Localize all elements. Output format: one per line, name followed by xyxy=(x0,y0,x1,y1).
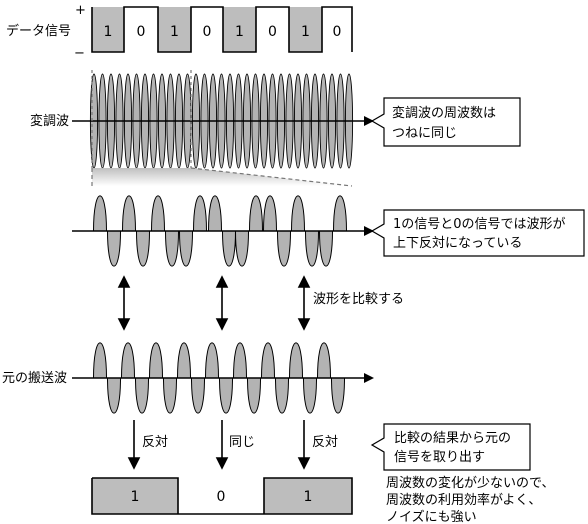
wave-lobe xyxy=(221,230,237,267)
carrier-wave xyxy=(92,342,346,414)
output-bit-2: 0 xyxy=(217,489,226,505)
svg-text:周波数の変化が少ないので、: 周波数の変化が少ないので、 xyxy=(386,475,554,491)
data-bit-1: 1 xyxy=(104,24,113,40)
wave-lobe xyxy=(276,230,292,267)
bit-fill xyxy=(158,7,191,52)
wave-lobe xyxy=(192,195,208,232)
svg-text:1の信号と0の信号では波形が: 1の信号と0の信号では波形が xyxy=(393,217,566,232)
svg-text:ノイズにも強い: ノイズにも強い xyxy=(386,509,477,524)
wave-lobe xyxy=(260,342,276,379)
efficiency-note: 周波数の変化が少ないので、 周波数の利用効率がよく、 ノイズにも強い xyxy=(386,475,554,524)
wave-lobe xyxy=(204,342,220,379)
wave-lobe xyxy=(274,377,290,414)
svg-text:変調波の周波数は: 変調波の周波数は xyxy=(392,105,496,121)
output-bit-1: 1 xyxy=(131,489,140,505)
wave-lobe xyxy=(164,230,180,267)
bit-fill xyxy=(289,7,322,52)
wave-lobe xyxy=(121,195,137,232)
data-bit-4: 0 xyxy=(203,24,212,40)
result-arrows xyxy=(127,420,311,470)
plus-sign: + xyxy=(75,3,86,18)
output-bit-3: 1 xyxy=(304,489,313,505)
modulated-wave-label: 変調波 xyxy=(30,113,69,129)
data-bit-2: 0 xyxy=(137,24,146,40)
compare-arrows xyxy=(117,275,311,331)
data-signal-label: データ信号 xyxy=(6,23,71,39)
wave-lobe xyxy=(232,342,248,379)
compare-label: 波形を比較する xyxy=(313,292,404,307)
wave-lobe xyxy=(92,342,108,379)
wave-lobe xyxy=(162,377,178,414)
svg-text:信号を取り出す: 信号を取り出す xyxy=(394,450,485,465)
wave-lobe xyxy=(288,342,304,379)
wave-lobe xyxy=(304,230,320,267)
callout-frequency: 変調波の周波数は つねに同じ xyxy=(370,97,521,147)
data-signal-bits: 1 0 1 0 1 0 1 0 xyxy=(92,7,341,52)
wave-lobe xyxy=(332,195,348,232)
wave-lobe xyxy=(290,195,306,232)
wave-lobe xyxy=(148,342,164,379)
bit-fill xyxy=(92,7,124,52)
data-bit-8: 0 xyxy=(333,24,342,40)
comparison-result-2: 同じ xyxy=(229,435,255,450)
wave-lobe xyxy=(218,377,234,414)
wave-lobe xyxy=(262,195,278,232)
wave-lobe xyxy=(106,377,122,414)
wave-lobe xyxy=(135,230,151,267)
wave-lobe xyxy=(106,230,122,267)
wave-lobe xyxy=(330,377,346,414)
wave-lobe xyxy=(318,230,334,267)
wave-lobe xyxy=(246,377,262,414)
data-signal-line xyxy=(91,6,353,53)
callout-inverted: 1の信号と0の信号では波形が 上下反対になっている xyxy=(370,209,585,257)
modulated-wave-zoomed xyxy=(92,195,348,267)
bit-fill xyxy=(223,7,256,52)
comparison-result-3: 反対 xyxy=(312,435,338,450)
wave-lobe xyxy=(316,342,332,379)
data-bit-6: 0 xyxy=(268,24,277,40)
wave-lobe xyxy=(120,342,136,379)
svg-text:周波数の利用効率がよく、: 周波数の利用効率がよく、 xyxy=(386,492,541,508)
wave-lobe xyxy=(190,377,206,414)
callout-extract: 比較の結果から元の 信号を取り出す xyxy=(370,423,531,471)
svg-text:つねに同じ: つねに同じ xyxy=(392,126,457,141)
wave-lobe xyxy=(248,195,264,232)
svg-text:比較の結果から元の: 比較の結果から元の xyxy=(394,431,511,446)
wave-lobe xyxy=(150,195,166,232)
carrier-wave-label: 元の搬送波 xyxy=(2,371,67,386)
wave-lobe xyxy=(207,195,223,232)
minus-sign: − xyxy=(74,46,85,61)
wave-lobe xyxy=(134,377,150,414)
comparison-result-1: 反対 xyxy=(142,435,168,450)
data-bit-7: 1 xyxy=(301,24,310,40)
wave-lobe xyxy=(178,230,194,267)
wave-lobe xyxy=(176,342,192,379)
wave-lobe xyxy=(234,230,250,267)
svg-text:上下反対になっている: 上下反対になっている xyxy=(393,236,522,251)
wave-lobe xyxy=(92,195,108,232)
data-bit-5: 1 xyxy=(235,24,244,40)
wave-lobe xyxy=(302,377,318,414)
data-bit-3: 1 xyxy=(170,24,179,40)
zoom-fade xyxy=(92,168,352,186)
output-signal: 1 0 1 xyxy=(91,477,353,515)
